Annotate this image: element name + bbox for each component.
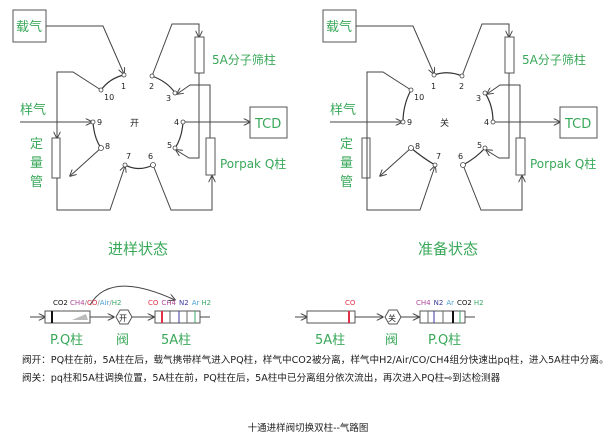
valve-diagram-closed: 载气 5A分子筛柱 Porpak Q柱 TCD 样气 定 量 管 <box>322 9 598 258</box>
sample-loop-label-1: 定 <box>340 137 353 152</box>
port-4: 4 <box>484 118 489 127</box>
valve-ports <box>400 72 496 168</box>
description-text: 阀开：PQ柱在前，5A柱在后，载气携带样气进入PQ柱，样气中CO2被分离，样气中… <box>22 355 609 384</box>
port-5: 5 <box>167 141 172 150</box>
porapak-q-label: Porpak Q柱 <box>530 156 596 171</box>
port-1: 1 <box>121 82 126 91</box>
sample-gas-label: 样气 <box>20 102 46 118</box>
port-7: 7 <box>126 152 131 161</box>
valve-state-label: 开 <box>130 118 139 129</box>
port-9: 9 <box>97 118 102 127</box>
sample-gas-label: 样气 <box>330 102 356 118</box>
port-9: 9 <box>407 118 412 127</box>
port-6: 6 <box>458 152 463 161</box>
valve-ports <box>90 72 186 168</box>
valve-state-label: 关 <box>440 117 449 129</box>
tcd-detector-box <box>249 106 288 139</box>
state-title: 进样状态 <box>108 240 168 258</box>
port-10: 10 <box>414 93 424 102</box>
valve-label: 阀 <box>385 333 398 348</box>
state-title: 准备状态 <box>418 240 478 258</box>
port-2: 2 <box>149 82 154 91</box>
sample-loop-label-3: 管 <box>30 175 43 190</box>
col1-label: P.Q柱 <box>50 333 83 348</box>
col2-label: 5A柱 <box>161 333 191 348</box>
column-5a-label: 5A分子筛柱 <box>522 52 586 67</box>
porapak-q-label: Porpak Q柱 <box>220 156 286 171</box>
col1-label: 5A柱 <box>315 333 345 348</box>
port-10: 10 <box>104 93 114 102</box>
carrier-gas-box <box>322 9 357 43</box>
valve-diagram-open: 载气 5A分子筛柱 Porpak Q柱 TCD 样气 定 量 管 <box>12 9 288 258</box>
tcd-label: TCD <box>564 117 591 132</box>
sample-loop <box>361 137 371 179</box>
carrier-gas-box <box>12 9 47 43</box>
port-6: 6 <box>148 152 153 161</box>
label-co2: CO2 <box>53 299 68 307</box>
sample-loop <box>51 137 61 179</box>
sample-loop-label-2: 量 <box>30 156 43 171</box>
label-co: CO <box>345 299 356 307</box>
label-group: CH4/CO/Air/H2 <box>70 299 121 307</box>
valve-state: 开 <box>119 314 127 323</box>
figure-caption: 十通进样阀切换双柱--气路图 <box>247 423 369 434</box>
carrier-gas-label: 载气 <box>326 19 352 35</box>
molecular-sieve-5a-column <box>504 36 515 74</box>
porapak-q-column <box>205 137 216 176</box>
port-2: 2 <box>459 82 464 91</box>
port-1: 1 <box>431 82 436 91</box>
tcd-label: TCD <box>254 117 281 132</box>
sample-loop-label-2: 量 <box>340 156 353 171</box>
column-5a-label: 5A分子筛柱 <box>212 52 276 67</box>
carrier-gas-label: 载气 <box>16 19 42 35</box>
port-5: 5 <box>477 141 482 150</box>
port-3: 3 <box>166 94 171 103</box>
port-4: 4 <box>174 118 179 127</box>
porapak-q-column <box>515 137 526 176</box>
sample-loop-label-1: 定 <box>30 137 43 152</box>
port-8: 8 <box>105 142 110 151</box>
port-3: 3 <box>476 94 481 103</box>
sample-loop-label-3: 管 <box>340 175 353 190</box>
valve-label: 阀 <box>116 333 129 348</box>
col2-label: P.Q柱 <box>428 333 461 348</box>
valve-state: 关 <box>388 313 396 323</box>
port-7: 7 <box>436 152 441 161</box>
port-8: 8 <box>415 142 420 151</box>
5a-column-bar <box>306 310 356 324</box>
molecular-sieve-5a-column <box>194 36 205 74</box>
